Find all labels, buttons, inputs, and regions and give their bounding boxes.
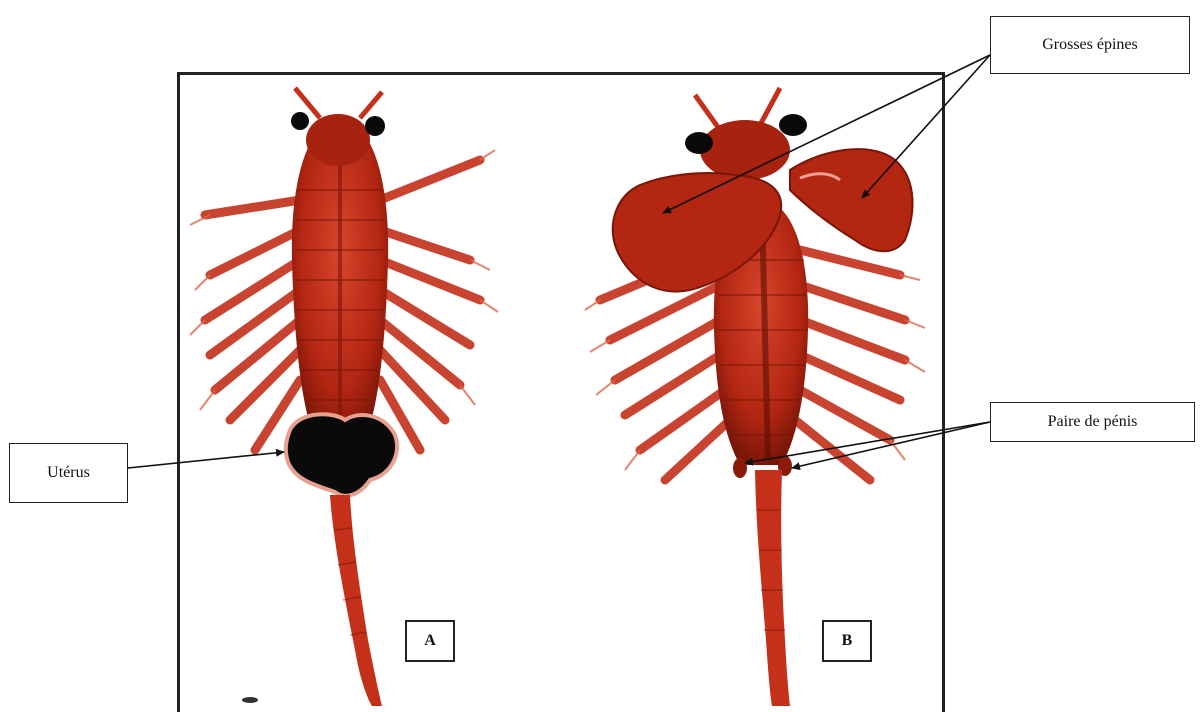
specimen-b: [585, 88, 925, 706]
spines-label: Grosses épines: [990, 16, 1190, 74]
panel-tag-b: B: [822, 620, 872, 662]
panel-tag-a: A: [405, 620, 455, 662]
uterus-arrow: [128, 452, 284, 468]
penis-label: Paire de pénis: [990, 402, 1195, 442]
uterus-label: Utérus: [9, 443, 128, 503]
specimen-a: [190, 88, 498, 706]
spine-arrow-right: [862, 55, 990, 198]
